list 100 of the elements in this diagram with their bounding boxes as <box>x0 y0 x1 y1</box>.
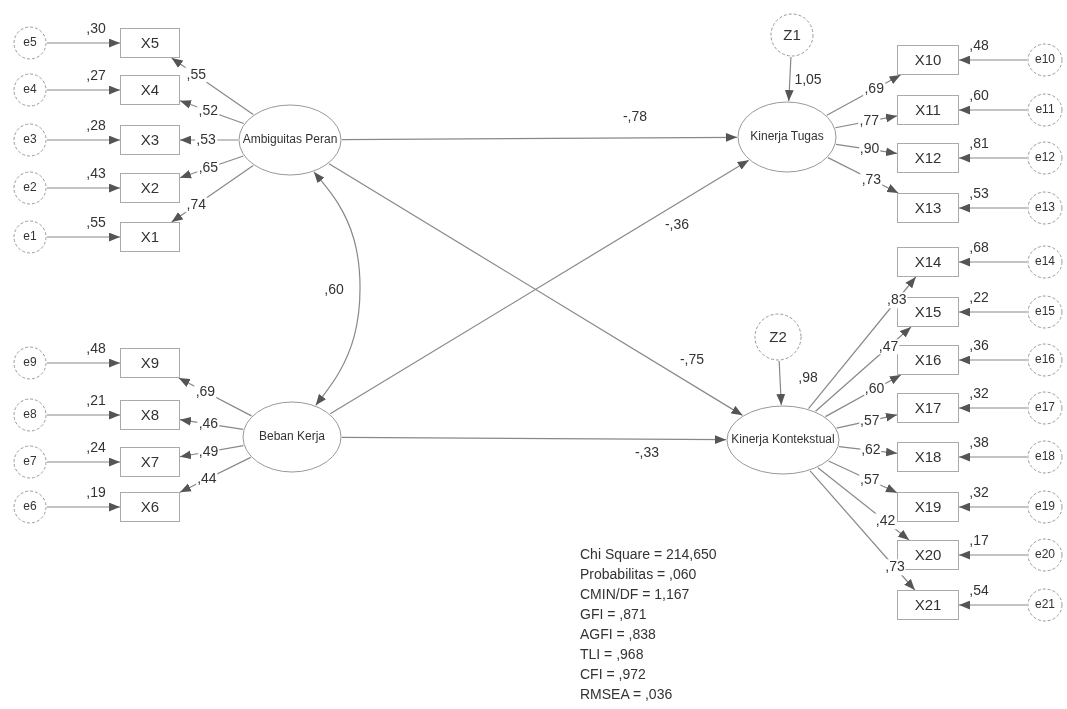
edge-label: ,52 <box>197 103 219 119</box>
error-term-circle: e21 <box>1027 588 1063 622</box>
edge-label: ,47 <box>877 339 900 355</box>
edge-label: -,33 <box>633 445 661 461</box>
covariance-arrow <box>313 171 361 406</box>
squared-correlation-label: ,43 <box>85 166 107 182</box>
error-term-circle: e13 <box>1027 191 1063 225</box>
edge-label: ,60 <box>863 381 886 398</box>
path-arrow <box>958 600 1028 610</box>
error-term-circle: e1 <box>13 220 47 254</box>
path-arrow <box>958 502 1028 512</box>
squared-correlation-label: ,30 <box>85 21 107 37</box>
latent-variable-ellipse: Beban Kerja <box>242 401 342 473</box>
squared-correlation-label: ,28 <box>85 118 107 134</box>
error-term-circle: e6 <box>13 490 47 524</box>
observed-variable-box: X5 <box>120 28 180 58</box>
squared-correlation-label: ,38 <box>968 435 990 451</box>
path-arrow <box>171 57 254 116</box>
error-term-circle: e3 <box>13 123 47 157</box>
path-arrow <box>46 85 121 95</box>
path-arrow <box>826 74 902 116</box>
edge-label: ,42 <box>874 513 897 530</box>
squared-correlation-label: ,19 <box>85 485 107 501</box>
squared-correlation-label: ,68 <box>968 240 990 256</box>
squared-correlation-label: ,36 <box>968 338 990 354</box>
disturbance-circle: Z1 <box>770 13 814 57</box>
path-arrow <box>46 410 121 420</box>
path-arrow <box>958 403 1028 413</box>
fit-statistic: Chi Square = 214,650 <box>580 546 717 563</box>
observed-variable-box: X11 <box>897 95 959 125</box>
observed-variable-box: X7 <box>120 447 180 477</box>
squared-correlation-label: ,48 <box>968 38 990 54</box>
error-term-circle: e19 <box>1027 490 1063 524</box>
fit-statistic: CFI = ,972 <box>580 666 646 683</box>
path-arrow <box>834 113 898 129</box>
latent-variable-ellipse: Kinerja Tugas <box>737 101 837 173</box>
squared-correlation-label: ,17 <box>968 533 990 549</box>
path-arrow <box>958 257 1028 267</box>
squared-correlation-label: ,60 <box>968 88 990 104</box>
error-term-circle: e11 <box>1027 93 1063 127</box>
observed-variable-box: X13 <box>897 193 959 223</box>
squared-correlation-label: ,21 <box>85 393 107 409</box>
path-arrow <box>814 326 912 412</box>
edge-label: ,49 <box>197 444 220 460</box>
observed-variable-box: X3 <box>120 125 180 155</box>
observed-variable-box: X9 <box>120 348 180 378</box>
path-arrow <box>46 135 121 145</box>
squared-correlation-label: ,55 <box>85 215 107 231</box>
edge-label: ,98 <box>797 370 819 386</box>
error-term-circle: e7 <box>13 445 47 479</box>
path-arrow <box>179 135 239 145</box>
error-term-circle: e10 <box>1027 43 1063 77</box>
path-arrow <box>178 377 253 417</box>
fit-statistic: TLI = ,968 <box>580 646 644 663</box>
path-arrow <box>958 550 1028 560</box>
edge-label: -,75 <box>678 352 706 368</box>
path-arrow <box>46 457 121 467</box>
fit-statistic: AGFI = ,838 <box>580 626 656 643</box>
edge-label: ,73 <box>860 171 883 188</box>
path-arrow <box>179 100 245 125</box>
path-arrow <box>958 355 1028 365</box>
edge-label: ,77 <box>858 113 880 129</box>
error-term-circle: e9 <box>13 346 47 380</box>
edge-label: ,83 <box>886 292 908 308</box>
fit-statistic: Probabilitas = ,060 <box>580 566 697 583</box>
edge-label: ,69 <box>863 81 885 98</box>
edge-label: ,74 <box>185 197 208 213</box>
path-arrow <box>836 412 898 429</box>
error-term-circle: e8 <box>13 398 47 432</box>
squared-correlation-label: ,53 <box>968 186 990 202</box>
path-arrow <box>784 56 794 102</box>
latent-variable-ellipse: Ambiguitas Peran <box>238 104 342 176</box>
path-arrow <box>341 435 727 444</box>
path-arrow <box>341 132 738 142</box>
error-term-circle: e20 <box>1027 538 1063 572</box>
error-term-circle: e2 <box>13 171 47 205</box>
path-arrow <box>958 203 1028 213</box>
path-arrow <box>809 470 916 591</box>
disturbance-circle: Z2 <box>754 313 802 361</box>
observed-variable-box: X18 <box>897 442 959 472</box>
edge-label: ,65 <box>197 160 220 176</box>
edge-label: -,78 <box>621 109 649 125</box>
observed-variable-box: X8 <box>120 400 180 430</box>
edge-label: ,44 <box>196 471 218 487</box>
observed-variable-box: X14 <box>897 247 959 277</box>
edge-label: -,36 <box>663 217 691 233</box>
edge-label: ,73 <box>884 559 906 576</box>
path-arrow <box>817 467 910 541</box>
squared-correlation-label: ,24 <box>85 440 107 456</box>
squared-correlation-label: ,32 <box>968 485 990 501</box>
squared-correlation-label: ,27 <box>85 68 107 84</box>
squared-correlation-label: ,48 <box>85 341 107 357</box>
edge-label: ,90 <box>858 141 881 157</box>
observed-variable-box: X17 <box>897 393 959 423</box>
observed-variable-box: X21 <box>897 590 959 620</box>
edge-label: ,60 <box>323 282 345 298</box>
path-arrow <box>776 360 786 406</box>
path-arrow <box>46 38 121 48</box>
error-term-circle: e18 <box>1027 440 1063 474</box>
error-term-circle: e5 <box>13 26 47 60</box>
